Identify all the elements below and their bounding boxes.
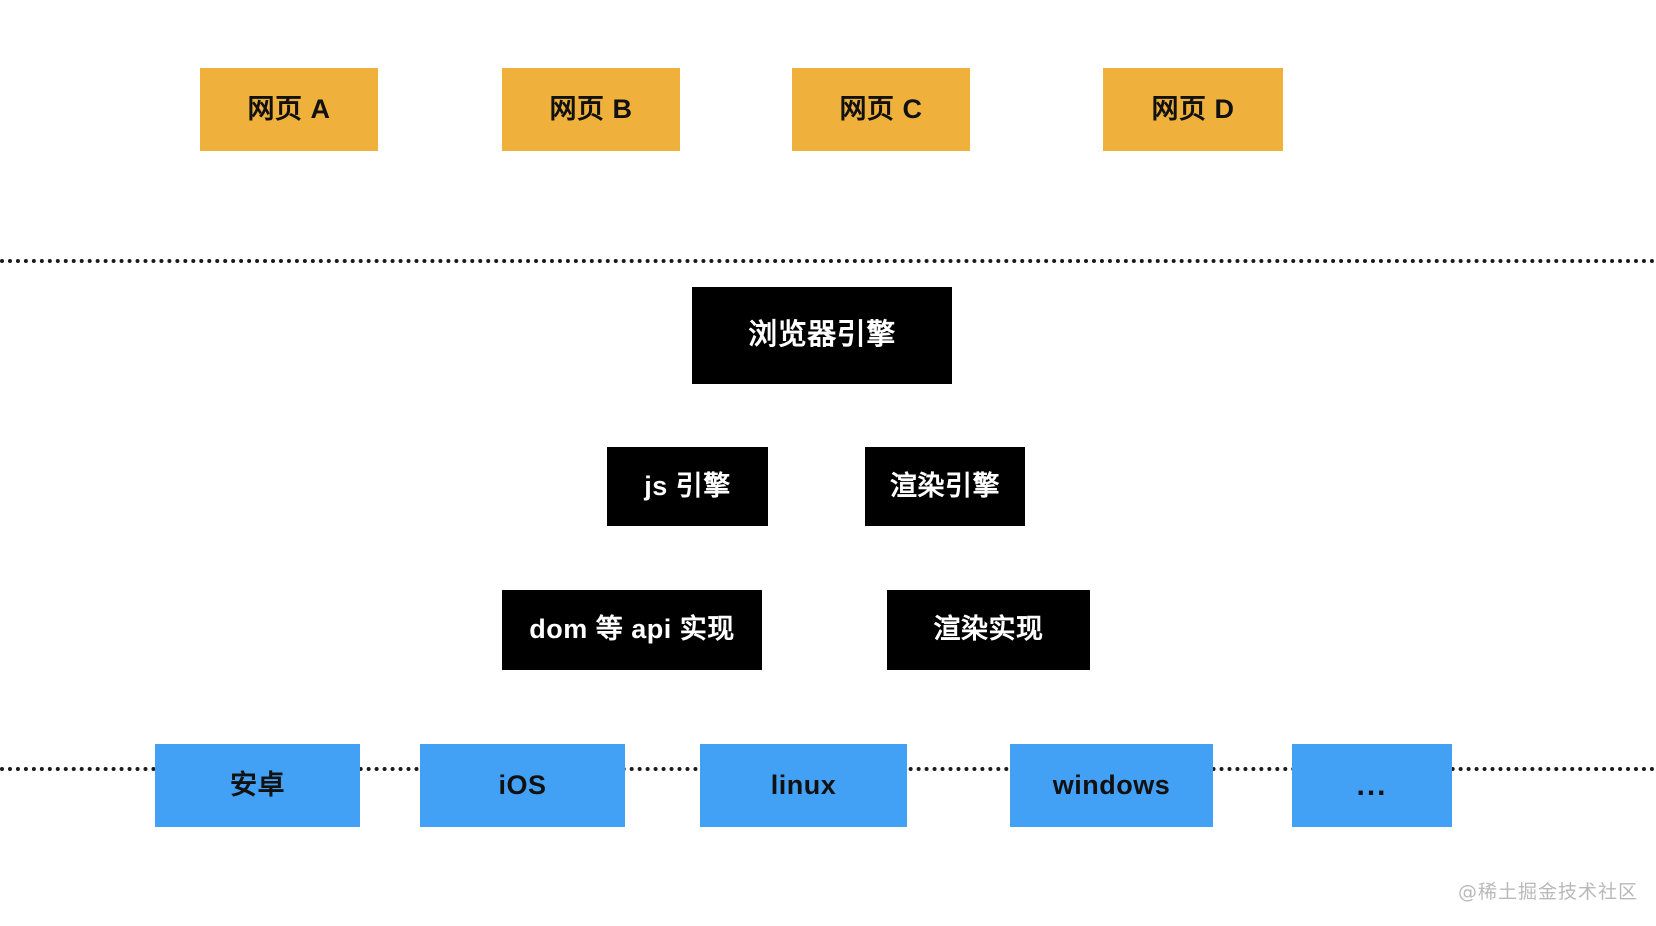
- watermark: @稀土掘金技术社区: [1457, 881, 1638, 903]
- browser-engine-box[interactable]: 浏览器引擎: [692, 287, 952, 384]
- web-page-label-b: 网页 B: [549, 93, 633, 124]
- render-engine-box[interactable]: 渲染引擎: [865, 447, 1025, 526]
- os-box-linux[interactable]: linux: [700, 744, 907, 827]
- os-label-ios: iOS: [498, 769, 547, 800]
- os-box-windows[interactable]: windows: [1010, 744, 1213, 827]
- web-page-box-d[interactable]: 网页 D: [1103, 68, 1283, 151]
- os-label-windows: windows: [1052, 769, 1171, 800]
- os-box-ios[interactable]: iOS: [420, 744, 625, 827]
- os-box-android[interactable]: 安卓: [155, 744, 360, 827]
- web-page-label-d: 网页 D: [1151, 93, 1235, 124]
- web-page-box-b[interactable]: 网页 B: [502, 68, 680, 151]
- os-label-more: ...: [1356, 769, 1388, 802]
- web-page-label-c: 网页 C: [839, 93, 923, 124]
- os-box-more[interactable]: ...: [1292, 744, 1452, 827]
- render-impl-label: 渲染实现: [933, 614, 1044, 645]
- web-page-box-c[interactable]: 网页 C: [792, 68, 970, 151]
- js-engine-box[interactable]: js 引擎: [607, 447, 768, 526]
- render-impl-box[interactable]: 渲染实现: [887, 590, 1090, 670]
- render-engine-label: 渲染引擎: [890, 470, 1000, 501]
- browser-engine-label: 浏览器引擎: [748, 318, 896, 351]
- js-engine-label: js 引擎: [644, 470, 731, 501]
- os-label-android: 安卓: [230, 769, 285, 800]
- web-page-box-a[interactable]: 网页 A: [200, 68, 378, 151]
- web-page-label-a: 网页 A: [247, 93, 331, 124]
- divider-top: [0, 259, 1656, 263]
- dom-api-impl-box[interactable]: dom 等 api 实现: [502, 590, 762, 670]
- dom-api-impl-label: dom 等 api 实现: [529, 614, 735, 645]
- os-label-linux: linux: [770, 769, 837, 800]
